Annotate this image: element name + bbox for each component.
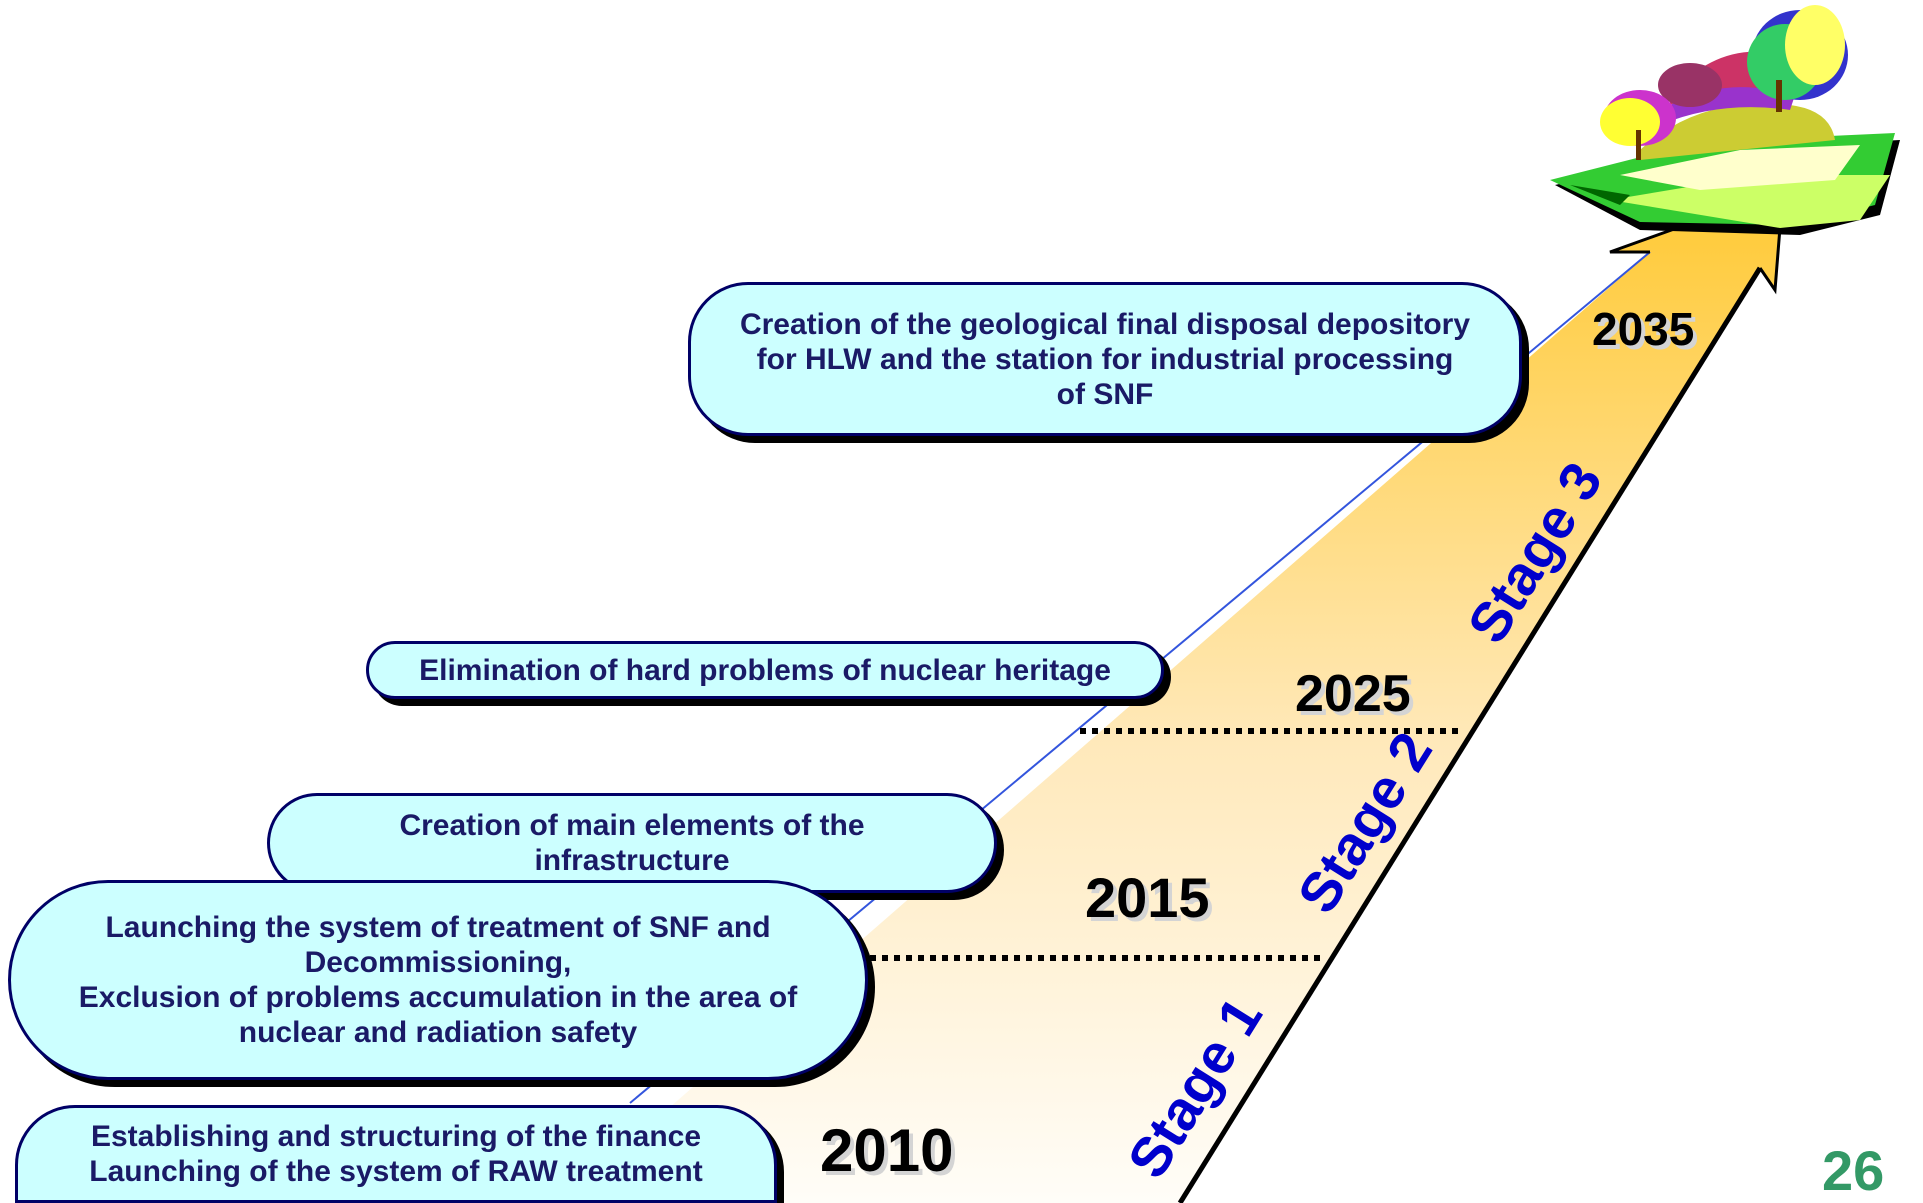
milestone-infrastructure-line-1: Creation of main elements of the [399, 809, 865, 842]
page-number: 26 [1822, 1139, 1885, 1202]
milestone-2015-line-2: Decommissioning, [304, 946, 572, 979]
landscape-icon [1550, 5, 1900, 235]
arrow-right-edge [1177, 266, 1763, 1203]
milestone-2010-line-2: Launching of the system of RAW treatment [89, 1155, 703, 1188]
milestone-2010-bubble: Establishing and structuring of the fina… [15, 1105, 777, 1203]
milestone-2015-line-4: nuclear and radiation safety [238, 1016, 638, 1049]
milestone-2010-line-1: Establishing and structuring of the fina… [90, 1120, 702, 1153]
year-2010-label: 2010 [820, 1117, 954, 1184]
milestone-2015-line-3: Exclusion of problems accumulation in th… [78, 981, 798, 1014]
year-2025-label: 2025 [1295, 665, 1411, 723]
milestone-2035-line-1: Creation of the geological final disposa… [739, 307, 1471, 341]
year-2015-label: 2015 [1085, 866, 1210, 929]
milestone-infrastructure-line-2: infrastructure [534, 844, 730, 877]
milestone-2035-line-3: of SNF [1056, 377, 1154, 411]
milestone-2035-line-2: for HLW and the station for industrial p… [756, 342, 1454, 376]
year-2035-label: 2035 [1592, 303, 1695, 355]
milestone-2015-bubble: Launching the system of treatment of SNF… [8, 880, 868, 1080]
milestone-2025-bubble: Elimination of hard problems of nuclear … [366, 641, 1164, 699]
milestone-2035-bubble: Creation of the geological final disposa… [688, 282, 1522, 436]
timeline-arrow [560, 190, 1783, 1203]
milestone-2025-line-1: Elimination of hard problems of nuclear … [419, 653, 1111, 687]
milestone-infrastructure-bubble: Creation of main elements of the infrast… [267, 793, 997, 893]
milestone-2015-line-1: Launching the system of treatment of SNF… [105, 911, 771, 944]
